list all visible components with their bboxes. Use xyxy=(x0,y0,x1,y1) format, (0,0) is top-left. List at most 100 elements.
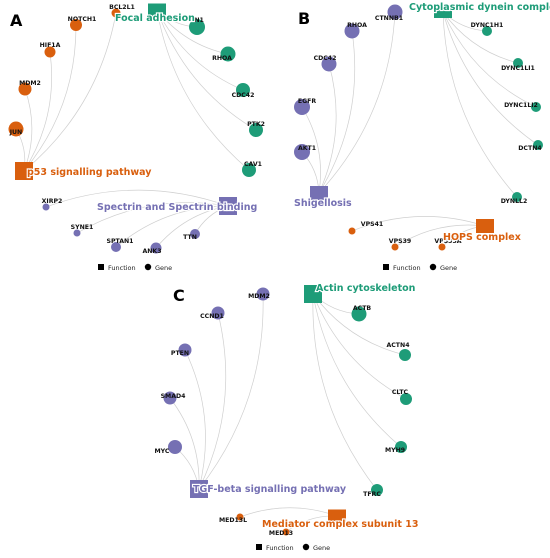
gene-node-rhoa[interactable] xyxy=(220,46,236,62)
gene-node-egfr[interactable] xyxy=(294,99,310,115)
gene-node-dynll2[interactable] xyxy=(512,192,522,202)
gene-node-vps33a[interactable] xyxy=(438,243,446,251)
gene-label-smad4: SMAD4 xyxy=(161,393,187,400)
gene-node-akt1[interactable] xyxy=(294,144,310,160)
function-label-shigellosis: Shigellosis xyxy=(294,198,352,209)
gene-node-bcl2l1[interactable] xyxy=(111,8,121,18)
edge-b-dctn4 xyxy=(442,11,539,146)
gene-node-smad4[interactable] xyxy=(163,391,177,405)
gene-node-dync1li2[interactable] xyxy=(531,102,541,112)
gene-node-hif1a[interactable] xyxy=(44,46,56,58)
edge-c-actn4 xyxy=(312,293,406,356)
gene-node-med13l[interactable] xyxy=(236,513,244,521)
gene-label-vps33a: VPS33A xyxy=(434,238,461,245)
function-node-shigellosis[interactable] xyxy=(310,186,328,200)
function-node-actin-cytoskeleton[interactable] xyxy=(304,285,322,303)
function-node-hops-complex[interactable] xyxy=(476,219,494,233)
gene-label-dync1h1: DYNC1H1 xyxy=(471,22,504,29)
gene-node-sptan1[interactable] xyxy=(111,242,121,252)
function-label-focal-adhesion: Focal adhesion xyxy=(115,13,195,24)
edge-layer xyxy=(15,9,539,533)
gene-node-cltc[interactable] xyxy=(400,393,412,405)
gene-label-syne1: SYNE1 xyxy=(71,224,94,231)
function-node-tgf-beta-signalling-pathway[interactable] xyxy=(190,480,208,498)
gene-node-mdm2[interactable] xyxy=(256,287,270,301)
gene-node-ttn[interactable] xyxy=(190,229,200,239)
function-label-p53-signalling-pathway: p53 signalling pathway xyxy=(27,167,152,178)
edge-b-rhoa xyxy=(318,30,356,194)
gene-node-vps39[interactable] xyxy=(391,243,399,251)
gene-label-rhoa: RHOA xyxy=(212,55,232,62)
gene-label-dync1li2: DYNC1LI2 xyxy=(504,102,538,109)
gene-node-myh9[interactable] xyxy=(395,441,407,453)
gene-node-tfrc[interactable] xyxy=(371,484,383,496)
edge-c-tfrc xyxy=(312,293,378,491)
gene-node-actn4[interactable] xyxy=(399,349,411,361)
gene-label-ttn: TTN xyxy=(183,234,197,241)
edge-a-mdm2 xyxy=(23,88,33,172)
gene-label-myc: MYC xyxy=(155,448,170,455)
edge-b-dynll2 xyxy=(442,11,518,198)
edge-c-ccnd1 xyxy=(198,312,227,490)
legend-gene-label: Gene xyxy=(440,264,457,272)
gene-node-dctn4[interactable] xyxy=(533,140,543,150)
gene-node-myc[interactable] xyxy=(168,440,182,454)
gene-node-actb[interactable] xyxy=(351,306,367,322)
edge-b-ctnnb1 xyxy=(318,11,396,194)
function-label-spectrin-and-spectrin-binding: Spectrin and Spectrin binding xyxy=(97,202,257,213)
panel-letter-a: A xyxy=(10,11,23,30)
gene-label-egfr: EGFR xyxy=(298,98,317,105)
gene-node-xirp2[interactable] xyxy=(42,203,50,211)
gene-label-vps41: VPS41 xyxy=(361,221,383,228)
legend-function-label: Function xyxy=(266,544,294,552)
function-node-p53-signalling-pathway[interactable] xyxy=(15,162,33,180)
gene-node-ptk2[interactable] xyxy=(249,123,263,137)
gene-label-cltc: CLTC xyxy=(392,389,409,396)
gene-node-ccnd1[interactable] xyxy=(211,306,225,320)
gene-node-cav1[interactable] xyxy=(242,163,256,177)
gene-node-notch1[interactable] xyxy=(70,19,82,31)
gene-node-med13[interactable] xyxy=(282,528,290,536)
gene-node-fn1[interactable] xyxy=(189,19,205,35)
function-label-mediator-complex-subunit-13: Mediator complex subunit 13 xyxy=(262,519,419,530)
gene-node-jun[interactable] xyxy=(8,121,24,137)
gene-node-cdc42[interactable] xyxy=(236,83,250,97)
function-label-tgf-beta-signalling-pathway: TGF-beta signalling pathway xyxy=(193,484,347,495)
gene-node-vps41[interactable] xyxy=(348,227,356,235)
legend-gene-label: Gene xyxy=(313,544,330,552)
gene-node-ctnnb1[interactable] xyxy=(387,4,403,20)
gene-node-rhoa[interactable] xyxy=(344,23,360,39)
function-node-focal-adhesion[interactable] xyxy=(148,3,166,17)
gene-label-hif1a: HIF1A xyxy=(40,42,61,49)
function-node-cytoplasmic-dynein-complex[interactable] xyxy=(434,6,452,18)
gene-node-ank3[interactable] xyxy=(150,242,162,254)
gene-label-ank3: ANK3 xyxy=(142,248,161,255)
gene-label-notch1: NOTCH1 xyxy=(68,16,97,23)
edge-a-hif1a xyxy=(23,51,52,172)
gene-node-pten[interactable] xyxy=(178,343,192,357)
legend-function-square-icon xyxy=(383,264,389,270)
gene-node-mdm2[interactable] xyxy=(18,82,32,96)
gene-label-ccnd1: CCND1 xyxy=(200,313,224,320)
gene-label-bcl2l1: BCL2L1 xyxy=(109,4,135,11)
edge-b-dync1li2 xyxy=(442,11,537,108)
function-node-spectrin-and-spectrin-binding[interactable] xyxy=(219,197,237,215)
gene-label-akt1: AKT1 xyxy=(298,145,316,152)
edge-a-ptk2 xyxy=(156,9,257,131)
function-node-mediator-complex-subunit-13[interactable] xyxy=(328,509,346,523)
edge-c-cltc xyxy=(312,293,407,400)
gene-node-dync1h1[interactable] xyxy=(482,26,492,36)
edge-a-syne1 xyxy=(76,202,229,234)
edge-b-egfr xyxy=(301,106,321,194)
gene-label-dynll2: DYNLL2 xyxy=(501,198,528,205)
gene-node-syne1[interactable] xyxy=(73,229,81,237)
edge-b-vps41 xyxy=(351,216,486,232)
gene-node-dync1li1[interactable] xyxy=(513,58,523,68)
gene-label-med13: MED13 xyxy=(269,530,293,537)
edge-c-mdm2 xyxy=(198,293,264,490)
gene-label-myh9: MYH9 xyxy=(385,447,405,454)
edge-c-med13l xyxy=(239,507,338,518)
gene-node-cdc42[interactable] xyxy=(321,56,337,72)
function-label-cytoplasmic-dynein-complex: Cytoplasmic dynein complex xyxy=(409,2,550,13)
